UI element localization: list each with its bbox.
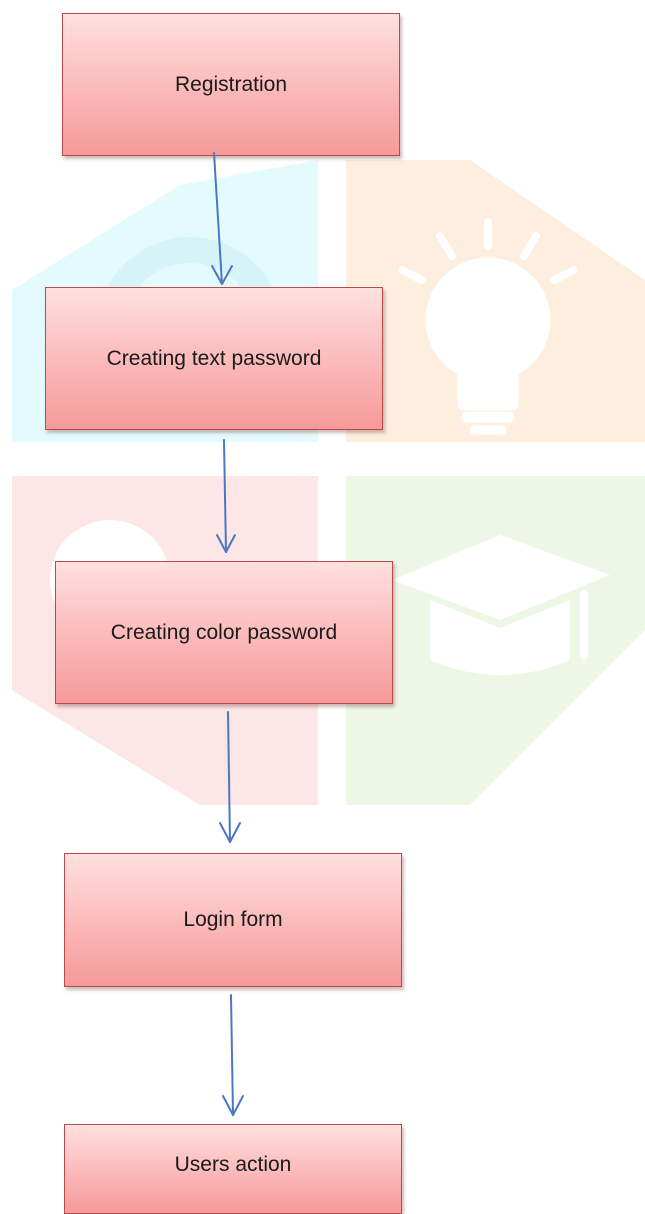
creating-color-password-label: Creating color password — [110, 620, 338, 644]
creating-text-password-label: Creating text password — [106, 346, 322, 370]
creating-color-password-box: Creating color password — [55, 561, 393, 704]
login-form-box: Login form — [64, 853, 402, 987]
arrow-registration-to-text-password — [211, 152, 233, 285]
arrow-login-form-to-users-action — [222, 994, 244, 1116]
users-action-box: Users action — [64, 1124, 402, 1214]
users-action-label: Users action — [174, 1153, 292, 1176]
login-form-label: Login form — [183, 908, 283, 931]
registration-box: Registration — [62, 13, 400, 156]
registration-label: Registration — [174, 72, 288, 96]
arrow-color-password-to-login-form — [219, 711, 241, 843]
arrow-text-password-to-color-password — [216, 439, 236, 553]
creating-text-password-box: Creating text password — [45, 287, 383, 430]
